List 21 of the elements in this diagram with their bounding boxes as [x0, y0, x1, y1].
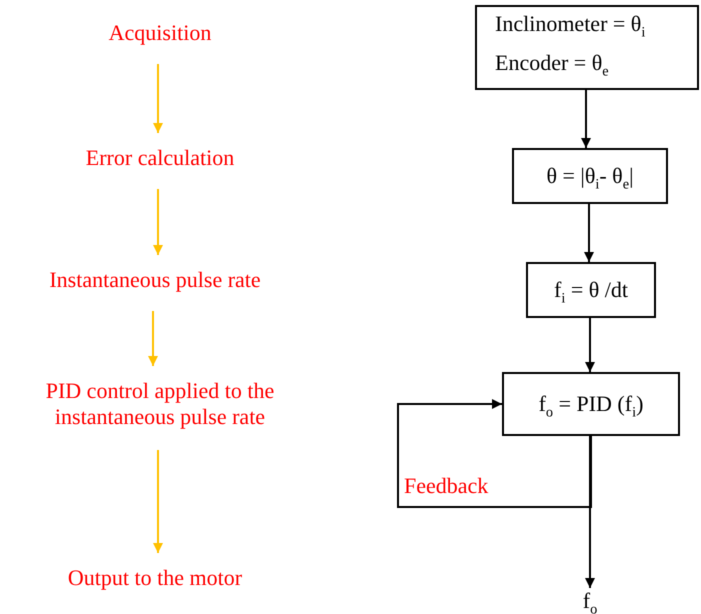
process-box: f$_{o}$ = PID (f$_{i}$)	[502, 372, 680, 436]
arrow	[148, 311, 158, 366]
arrow	[397, 399, 592, 508]
arrow	[153, 189, 163, 255]
arrow	[153, 64, 163, 133]
output-label: f$_{o}$	[570, 588, 610, 614]
arrow	[581, 90, 591, 148]
arrow	[584, 204, 594, 262]
step-label: Output to the motor	[30, 565, 280, 593]
box-text: Encoder = θ$_{e}$	[495, 48, 610, 81]
arrow	[153, 450, 163, 553]
step-label: Error calculation	[40, 145, 280, 173]
step-label: Acquisition	[60, 20, 260, 48]
step-label: Instantaneous pulse rate	[10, 267, 300, 295]
process-box: θ = |θ$_{i}$- θ$_{e}$|	[512, 148, 668, 204]
arrow	[585, 318, 595, 372]
step-label: PID control applied to the instantaneous pulse rate	[5, 378, 315, 434]
process-box: f$_{i}$ = θ /dt	[526, 262, 656, 318]
box-text: Inclinometer = θ$_{i}$	[495, 10, 646, 42]
arrow	[585, 436, 595, 588]
process-box	[475, 5, 699, 90]
